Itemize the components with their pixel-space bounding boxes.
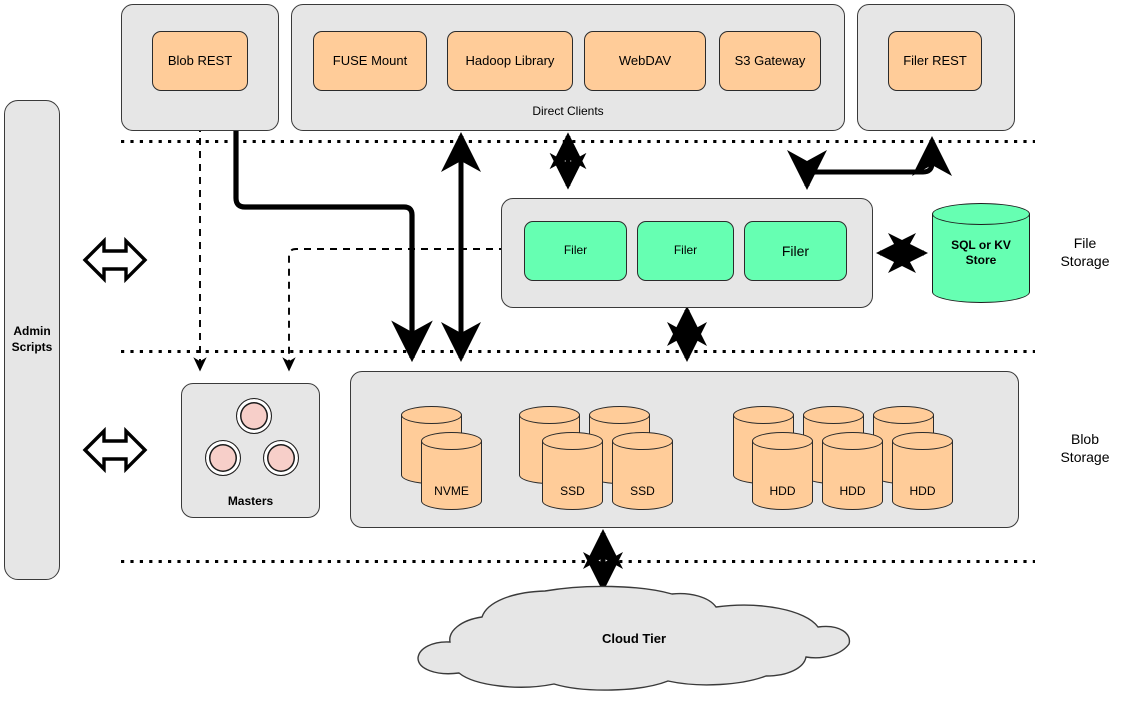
filer-node-2[interactable]: Filer [637, 221, 734, 281]
client-blob-rest-label: Blob REST [167, 52, 233, 68]
masters-label: Masters [227, 494, 274, 508]
client-webdav-label: WebDAV [618, 52, 672, 68]
disk-bottom-mask [422, 490, 481, 501]
filer-node-2-label: Filer [673, 243, 698, 258]
disk-top-ellipse [589, 406, 650, 424]
disk-top-ellipse [803, 406, 864, 424]
disk-hdd-front-3[interactable]: HDD [892, 432, 953, 510]
disk-ssd-front-2[interactable]: SSD [612, 432, 673, 510]
sql-store-bottom-mask [933, 279, 1029, 292]
dashed-control-links [193, 128, 506, 372]
disk-ssd-label-1: SSD [560, 484, 585, 498]
disk-top-ellipse [892, 432, 953, 450]
cloud-tier[interactable]: Cloud Tier [418, 585, 850, 693]
disk-top-ellipse [421, 432, 482, 450]
admin-arrow-group [82, 236, 148, 474]
disk-bottom-mask [893, 490, 952, 501]
sql-store-label: SQL or KV Store [932, 238, 1030, 268]
disk-nvme-front-1[interactable]: NVME [421, 432, 482, 510]
disk-top-ellipse [401, 406, 462, 424]
admin-scripts-label-line1: Admin [13, 324, 51, 339]
blob-storage-label-line1: Blob [1070, 431, 1100, 447]
admin-arrow-blob-icon [82, 426, 148, 474]
solid-data-links [233, 131, 433, 363]
disk-top-ellipse [542, 432, 603, 450]
master-node-1[interactable] [236, 398, 272, 434]
client-filer-rest[interactable]: Filer REST [888, 31, 982, 91]
blob-storage-label-line2: Storage [1060, 448, 1110, 465]
disk-bottom-mask [823, 490, 882, 501]
file-storage-label-line2: Storage [1060, 252, 1110, 269]
client-filer-rest-label: Filer REST [903, 52, 967, 68]
master-node-3[interactable] [263, 440, 299, 476]
disk-hdd-label-1: HDD [769, 484, 796, 498]
master-node-2[interactable] [205, 440, 241, 476]
sql-store-label-line1: SQL or KV [951, 238, 1011, 252]
disk-hdd-front-1[interactable]: HDD [752, 432, 813, 510]
client-fuse-mount-label: FUSE Mount [332, 52, 408, 68]
disk-top-ellipse [519, 406, 580, 424]
admin-scripts-panel[interactable]: Admin Scripts [4, 100, 60, 580]
admin-scripts-label-line2: Scripts [11, 340, 53, 354]
disk-top-ellipse [873, 406, 934, 424]
disk-ssd-front-1[interactable]: SSD [542, 432, 603, 510]
sql-or-kv-store[interactable]: SQL or KV Store [932, 203, 1030, 303]
file-storage-label-line1: File [1073, 235, 1097, 251]
filer-node-3[interactable]: Filer [744, 221, 847, 281]
sql-store-top-ellipse [932, 203, 1030, 225]
blob-storage-side-label: Blob Storage [1050, 431, 1120, 466]
disk-bottom-mask [543, 490, 602, 501]
disk-hdd-label-3: HDD [909, 484, 936, 498]
client-fuse-mount[interactable]: FUSE Mount [313, 31, 427, 91]
direct-clients-caption: Direct Clients [532, 104, 604, 118]
disk-ssd-label-2: SSD [630, 484, 655, 498]
sql-store-label-line2: Store [965, 253, 997, 267]
disk-top-ellipse [733, 406, 794, 424]
disk-nvme-label: NVME [434, 484, 469, 498]
filer-node-1-label: Filer [563, 243, 588, 258]
client-hadoop-library-label: Hadoop Library [465, 52, 555, 68]
filerrest-filer-link [787, 135, 952, 191]
disk-bottom-mask [753, 490, 812, 501]
client-s3-gateway[interactable]: S3 Gateway [719, 31, 821, 91]
disk-top-ellipse [752, 432, 813, 450]
cloud-tier-label: Cloud Tier [601, 631, 667, 647]
disk-bottom-mask [613, 490, 672, 501]
link-blobrest-to-volumes [233, 131, 433, 363]
link-filerrest-to-filer [787, 135, 952, 191]
client-webdav[interactable]: WebDAV [584, 31, 706, 91]
admin-arrow-file-icon [82, 236, 148, 284]
client-blob-rest[interactable]: Blob REST [152, 31, 248, 91]
link-filer-to-masters [282, 248, 506, 372]
filer-node-3-label: Filer [781, 242, 810, 259]
disk-hdd-front-2[interactable]: HDD [822, 432, 883, 510]
disk-top-ellipse [612, 432, 673, 450]
file-storage-side-label: File Storage [1050, 235, 1120, 270]
disk-hdd-label-2: HDD [839, 484, 866, 498]
client-s3-gateway-label: S3 Gateway [734, 52, 806, 68]
filer-node-1[interactable]: Filer [524, 221, 627, 281]
client-hadoop-library[interactable]: Hadoop Library [447, 31, 573, 91]
disk-top-ellipse [822, 432, 883, 450]
